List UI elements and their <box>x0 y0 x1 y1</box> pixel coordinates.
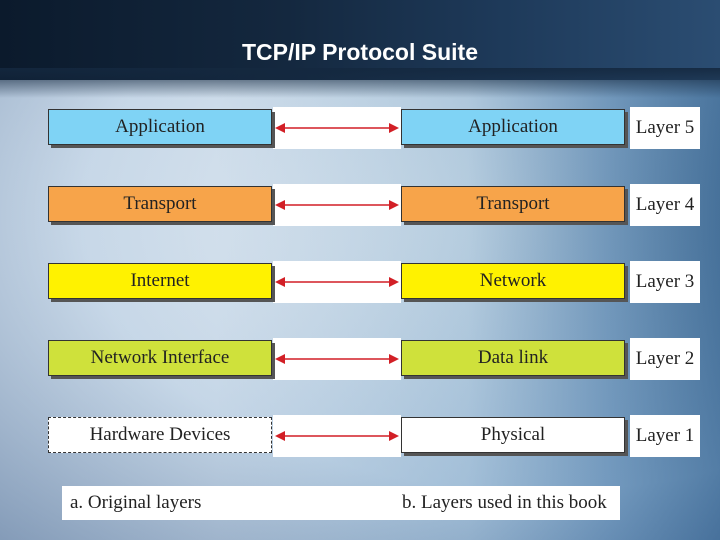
layer-number-label: Layer 3 <box>630 261 700 303</box>
layer-row-5: Application Application Layer 5 <box>46 107 700 149</box>
book-layer-physical: Physical <box>401 417 625 453</box>
protocol-diagram: Application Application Layer 5 Transpor… <box>46 107 700 520</box>
caption-band <box>62 486 620 520</box>
layer-number-label: Layer 2 <box>630 338 700 380</box>
slide-title: TCP/IP Protocol Suite <box>0 33 720 71</box>
original-layer-network-interface: Network Interface <box>48 340 272 376</box>
double-arrow-icon <box>275 431 399 441</box>
book-layer-data-link: Data link <box>401 340 625 376</box>
caption-book-layers: b. Layers used in this book <box>402 492 607 513</box>
layer-number-label: Layer 1 <box>630 415 700 457</box>
layer-number-label: Layer 4 <box>630 184 700 226</box>
title-band-fade <box>0 68 720 98</box>
slide-title-text: TCP/IP Protocol Suite <box>242 39 478 65</box>
caption-original-layers: a. Original layers <box>70 492 202 513</box>
original-layer-internet: Internet <box>48 263 272 299</box>
double-arrow-icon <box>275 200 399 210</box>
layer-row-2: Network Interface Data link Layer 2 <box>46 338 700 380</box>
original-layer-transport: Transport <box>48 186 272 222</box>
book-layer-application: Application <box>401 109 625 145</box>
original-layer-hardware-devices: Hardware Devices <box>48 417 272 453</box>
double-arrow-icon <box>275 123 399 133</box>
title-band <box>0 0 720 80</box>
double-arrow-icon <box>275 277 399 287</box>
original-layer-application: Application <box>48 109 272 145</box>
layer-row-4: Transport Transport Layer 4 <box>46 184 700 226</box>
layer-row-3: Internet Network Layer 3 <box>46 261 700 303</box>
book-layer-network: Network <box>401 263 625 299</box>
layer-row-1: Hardware Devices Physical Layer 1 <box>46 415 700 457</box>
layer-number-label: Layer 5 <box>630 107 700 149</box>
book-layer-transport: Transport <box>401 186 625 222</box>
double-arrow-icon <box>275 354 399 364</box>
